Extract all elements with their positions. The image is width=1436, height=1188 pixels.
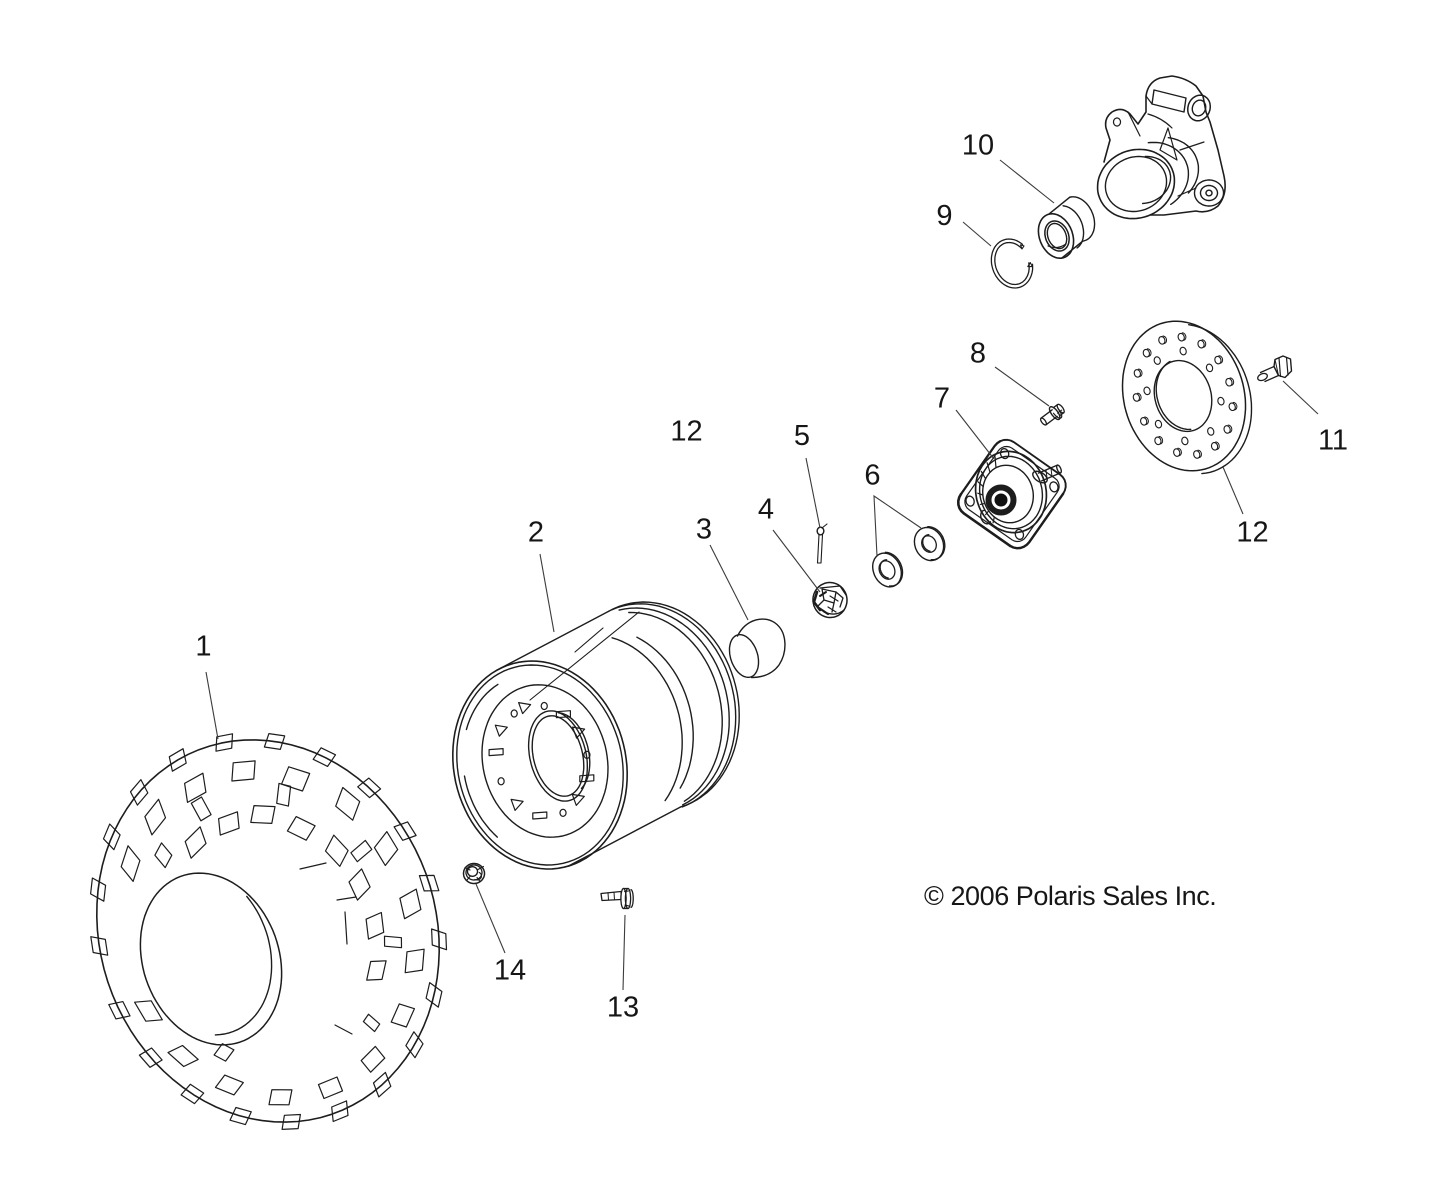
svg-text:7: 7 bbox=[934, 382, 950, 414]
svg-text:4: 4 bbox=[758, 493, 774, 525]
svg-text:1: 1 bbox=[195, 630, 211, 662]
svg-text:11: 11 bbox=[1318, 424, 1348, 456]
svg-text:13: 13 bbox=[607, 991, 639, 1023]
svg-text:6: 6 bbox=[864, 459, 880, 491]
svg-text:10: 10 bbox=[962, 129, 994, 161]
svg-text:8: 8 bbox=[970, 337, 986, 369]
svg-text:3: 3 bbox=[696, 513, 712, 545]
svg-text:12: 12 bbox=[1236, 516, 1268, 548]
svg-text:12: 12 bbox=[670, 415, 702, 447]
svg-text:© 2006 Polaris Sales Inc.: © 2006 Polaris Sales Inc. bbox=[924, 881, 1216, 911]
svg-text:14: 14 bbox=[494, 954, 526, 986]
svg-text:9: 9 bbox=[936, 200, 952, 232]
svg-text:5: 5 bbox=[794, 420, 810, 452]
svg-text:2: 2 bbox=[528, 516, 544, 548]
